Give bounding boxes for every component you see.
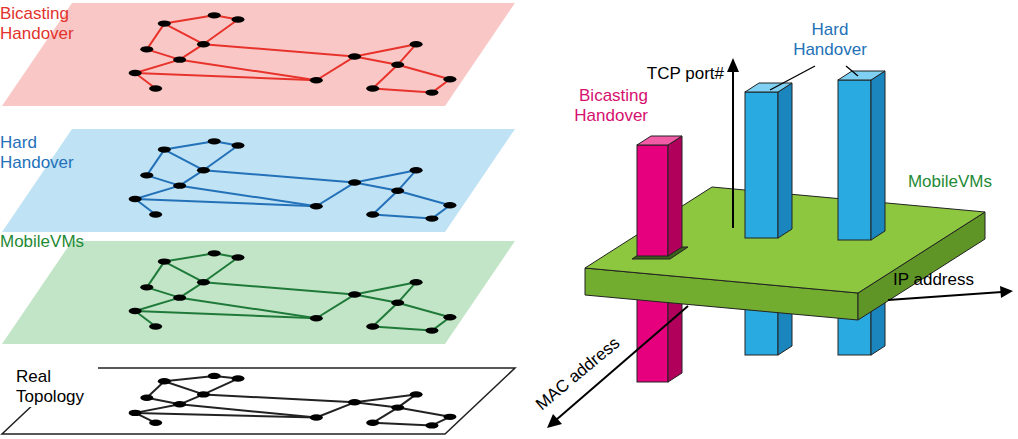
mac-address-axis <box>547 306 688 428</box>
plane-label: Bicasting Handover <box>0 4 84 44</box>
bar-label: Hard Handover <box>785 20 875 60</box>
hard-handover-bar-upper <box>745 83 792 238</box>
hard-handover-plane: Hard Handover <box>0 128 518 233</box>
axis-label: IP address <box>893 270 974 290</box>
leader-line <box>770 66 858 90</box>
plane-label: Real Topology <box>14 367 98 407</box>
plane-label: Hard Handover <box>0 133 78 173</box>
plane-label: MobileVMs <box>0 232 84 252</box>
slab-label: MobileVMs <box>908 172 992 192</box>
bar-label: Bicasting Handover <box>558 86 648 126</box>
axis-label: TCP port# <box>647 64 724 84</box>
mobilevms-plane: MobileVMs <box>0 240 518 345</box>
bicasting-plane: Bicasting Handover <box>0 2 518 107</box>
tcp-port-axis <box>727 58 739 228</box>
plane-shape <box>0 128 518 233</box>
plane-shape <box>0 2 518 107</box>
real-topology-plane: Real Topology <box>0 367 518 435</box>
hard-handover-bar-upper <box>838 71 885 240</box>
plane-shape <box>0 240 518 345</box>
bicasting-bar-upper <box>637 136 682 256</box>
